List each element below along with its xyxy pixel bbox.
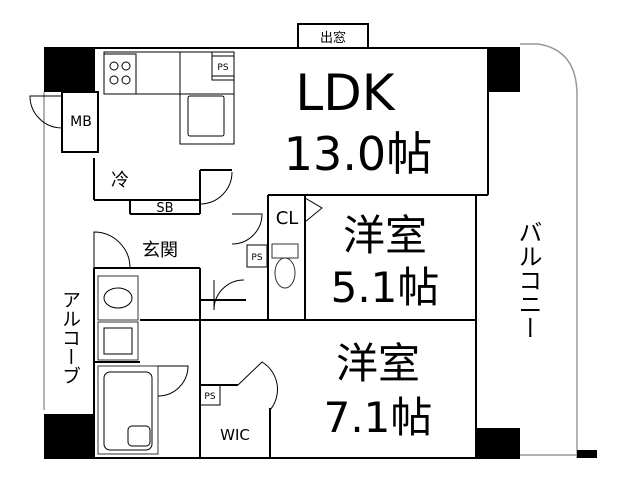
- shoe-box-label: SB: [156, 201, 173, 216]
- ldk-size: 13.0帖: [284, 127, 432, 181]
- balcony-label: バルコニー: [514, 220, 542, 340]
- washbasin: [97, 275, 139, 321]
- balcony-outline: [520, 43, 597, 458]
- closet-label: CL: [276, 208, 299, 229]
- pillars: [44, 48, 520, 458]
- pipe-space-label-kitchen: PS: [217, 63, 228, 73]
- wic-label: WIC: [220, 426, 250, 444]
- western-room-1-name: 洋室: [343, 211, 427, 260]
- washing-machine: [97, 321, 139, 361]
- exterior-walls: [43, 47, 520, 459]
- toilet-fixture: [271, 243, 299, 289]
- alcove-label: アルコーブ: [59, 290, 81, 385]
- interior-walls: [93, 169, 488, 458]
- meter-box: [29, 91, 99, 153]
- bathtub: [97, 365, 159, 455]
- western-room-2-size: 7.1帖: [324, 393, 433, 442]
- pipe-space-label-toilet: PS: [251, 253, 262, 263]
- bay-window-label: 出窓: [320, 30, 346, 46]
- western-room-1-size: 5.1帖: [331, 263, 440, 312]
- kitchen-counter: [103, 51, 235, 145]
- ldk-name: LDK: [295, 64, 395, 122]
- western-room-2-name: 洋室: [336, 339, 420, 388]
- fridge-label: 冷: [111, 170, 129, 191]
- pipe-space-boxes: [199, 55, 268, 406]
- meter-box-label: MB: [70, 114, 92, 130]
- entrance-label: 玄関: [142, 240, 178, 261]
- pipe-space-label-wic: PS: [204, 392, 215, 402]
- door-swings: [93, 171, 323, 411]
